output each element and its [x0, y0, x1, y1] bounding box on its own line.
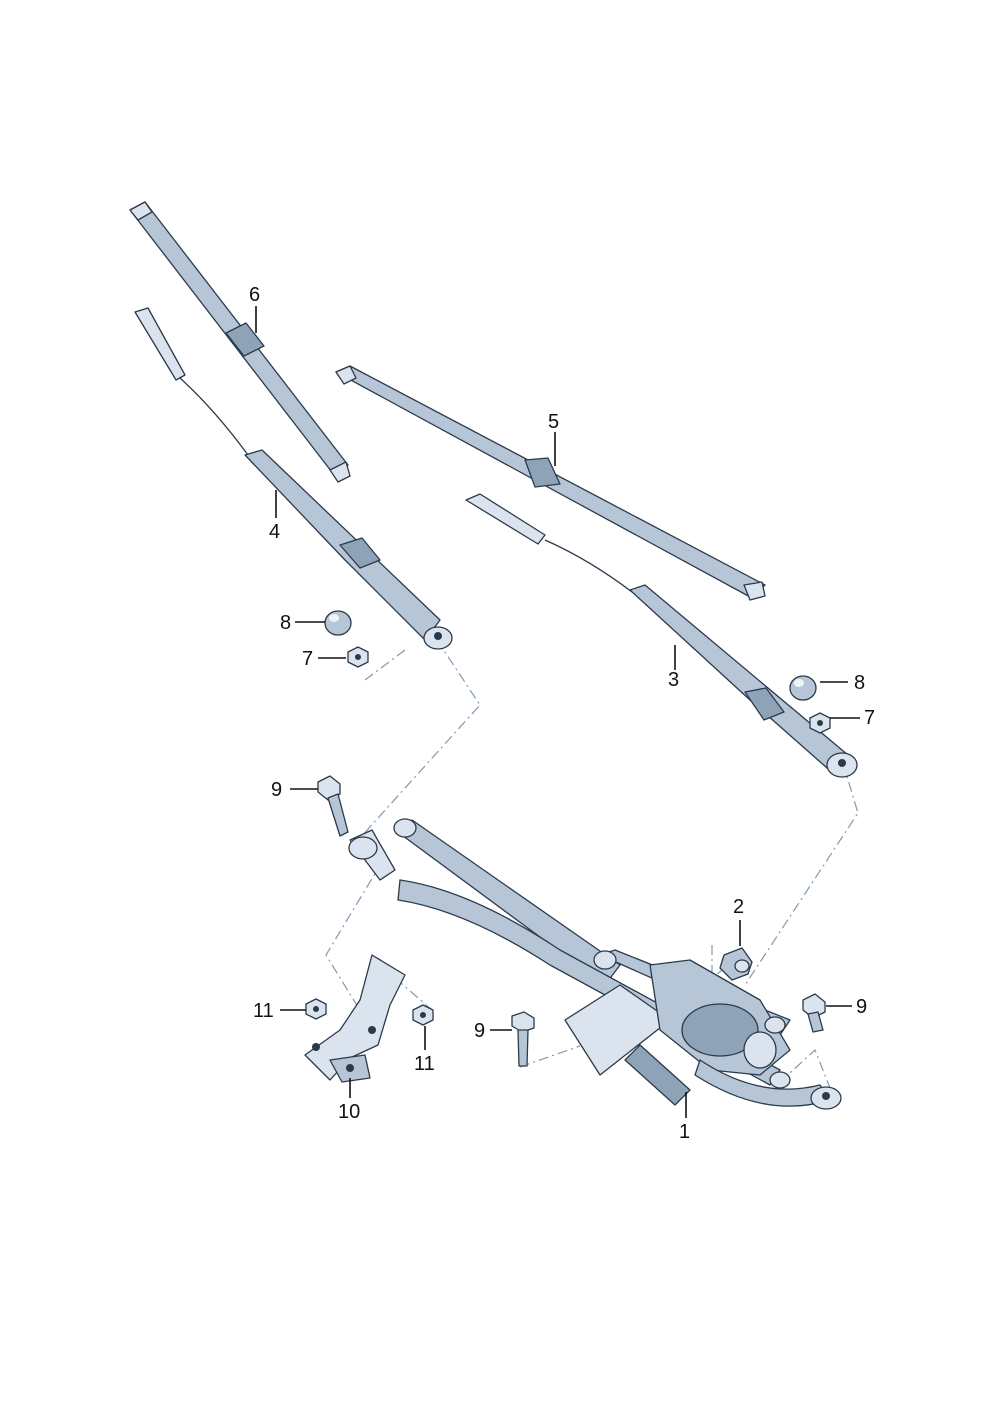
callout-5: 5: [548, 411, 559, 433]
callout-6: 6: [249, 284, 260, 306]
callout-7-left: 7: [302, 648, 313, 670]
callout-2: 2: [733, 896, 744, 918]
bolt-middle: [511, 1011, 535, 1067]
callout-7-right: 7: [864, 707, 875, 729]
wiper-blade-left: [129, 201, 351, 483]
nut-right: [809, 712, 831, 734]
wiper-arm-right: [465, 493, 858, 778]
wiper-arm-left: [134, 307, 453, 650]
callout-9-upper: 9: [271, 779, 282, 801]
wiper-blade-right: [335, 365, 766, 601]
mounting-bracket: [304, 954, 406, 1083]
callout-8-left: 8: [280, 612, 291, 634]
callout-1: 1: [679, 1121, 690, 1143]
nut-11-left: [305, 998, 327, 1020]
wiper-linkage-frame: [348, 818, 842, 1110]
cap-right: [789, 675, 817, 701]
bolt-upper: [317, 775, 349, 837]
callout-9-right: 9: [856, 996, 867, 1018]
leader-lines: [255, 306, 860, 1118]
nut-11-right: [412, 1004, 434, 1026]
callout-labels: 6 5 4 8 7 3 8 7 9 2 11 11 9 9 10 1: [249, 284, 875, 1143]
callout-9-middle: 9: [474, 1020, 485, 1042]
callout-3: 3: [668, 669, 679, 691]
callout-8-right: 8: [854, 672, 865, 694]
callout-10: 10: [338, 1101, 360, 1123]
bolt-right: [802, 993, 826, 1033]
callout-11-left: 11: [253, 1000, 274, 1022]
nut-left: [347, 646, 369, 668]
callout-4: 4: [269, 521, 280, 543]
callout-11-right: 11: [414, 1053, 435, 1075]
cap-left: [324, 610, 352, 636]
bushing: [719, 947, 753, 981]
